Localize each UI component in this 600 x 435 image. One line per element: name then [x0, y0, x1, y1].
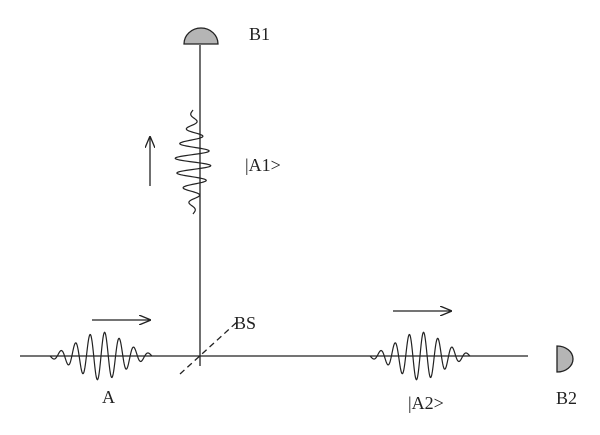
packet-a-label: A	[102, 387, 115, 407]
detector-b2-label: B2	[556, 388, 577, 408]
detector-right-icon	[556, 345, 574, 373]
packet-a1-label: |A1>	[245, 155, 281, 175]
detector-b1-label: B1	[249, 24, 270, 44]
wave-packet-a2-icon	[369, 331, 471, 381]
wave-packet-a1-icon	[174, 109, 212, 215]
wave-packet-a-icon	[49, 331, 153, 381]
detector-top-icon	[183, 27, 219, 45]
beam-splitter-label: BS	[234, 313, 256, 333]
packet-a2-label: |A2>	[408, 393, 444, 413]
beam-splitter-icon	[179, 321, 238, 375]
